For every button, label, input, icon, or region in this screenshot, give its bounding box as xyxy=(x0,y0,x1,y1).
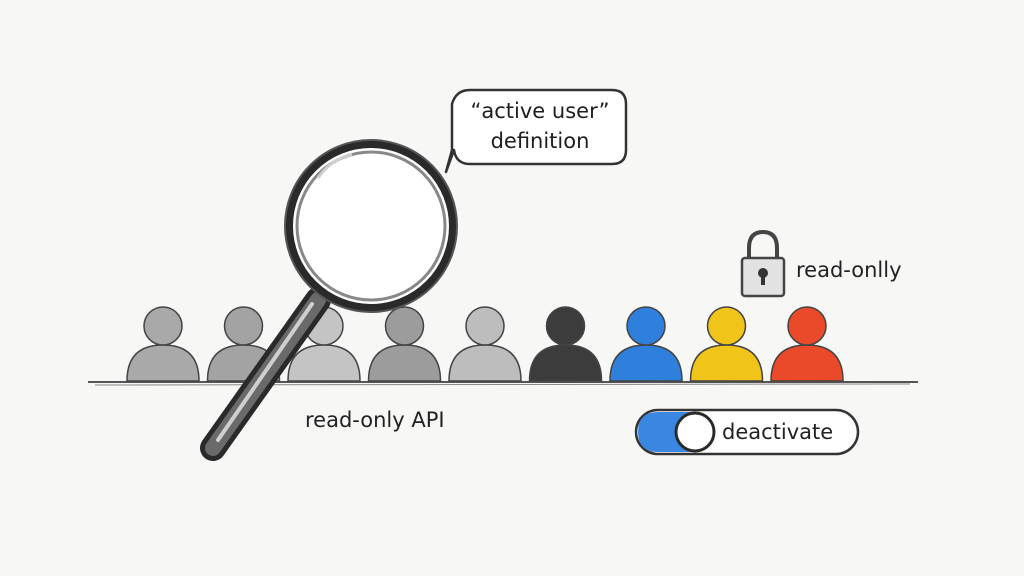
users-row xyxy=(126,306,844,382)
user-figure xyxy=(448,306,522,382)
padlock-icon xyxy=(740,229,786,298)
speech-bubble xyxy=(444,88,628,174)
user-figure xyxy=(770,306,844,382)
bubble-line1: “active user” xyxy=(470,99,610,123)
baseline-sketch xyxy=(94,383,911,386)
user-figure xyxy=(689,306,764,382)
toggle-knob[interactable] xyxy=(674,411,716,453)
user-figure xyxy=(528,306,603,382)
user-figure xyxy=(367,306,442,382)
magnifying-glass-icon xyxy=(200,139,458,461)
read-only-api-label: read-only API xyxy=(305,408,445,432)
user-figure xyxy=(126,306,200,382)
deactivate-toggle[interactable] xyxy=(634,408,860,456)
toggle-label: deactivate xyxy=(722,420,834,444)
bubble-text: “active user” definition xyxy=(456,96,624,156)
read-only-label: read-onlly xyxy=(796,258,902,282)
bubble-line2: definition xyxy=(490,129,590,153)
user-figure xyxy=(609,306,683,382)
